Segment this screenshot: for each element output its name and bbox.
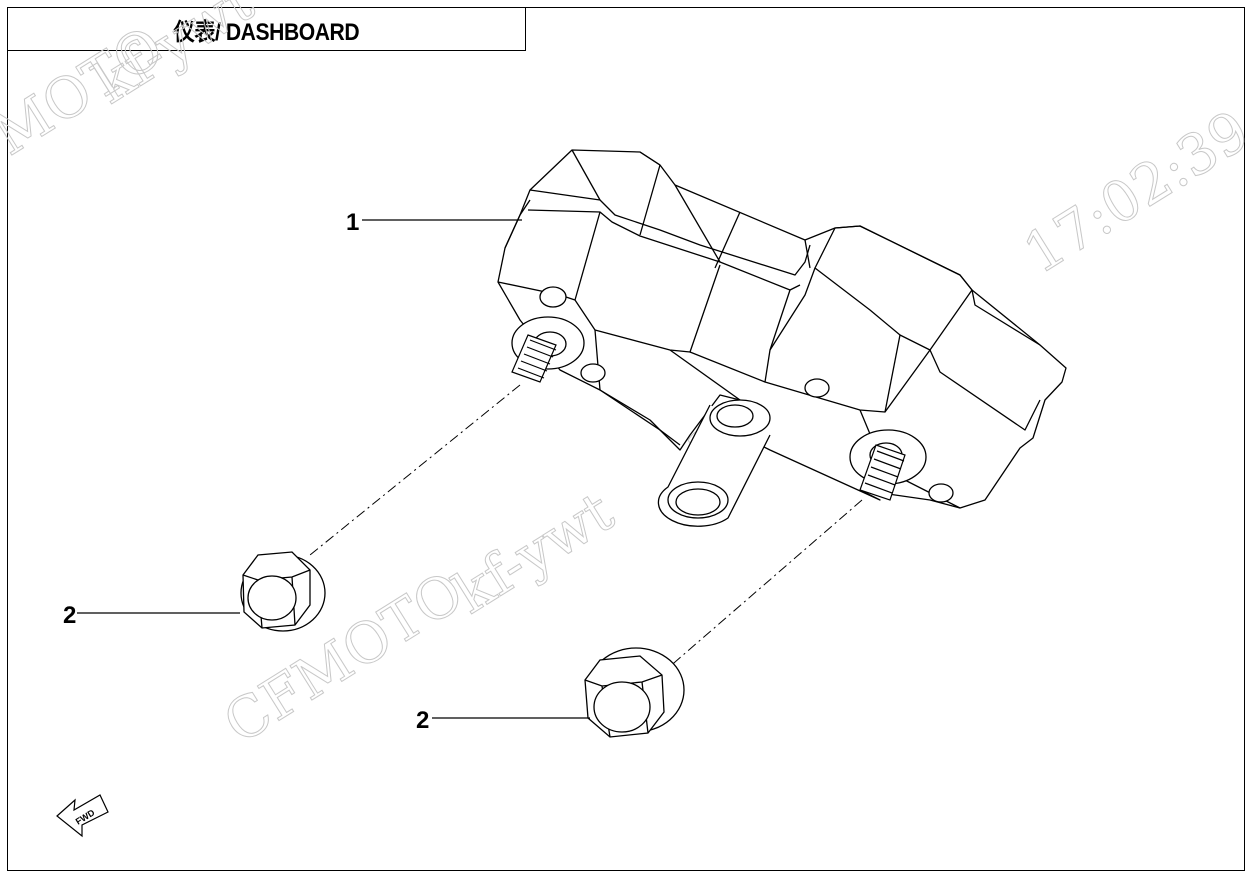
assembly-lines <box>309 384 863 676</box>
watermark-user: kf-ywt <box>443 479 625 626</box>
callout-2-left: 2 <box>63 602 76 629</box>
fwd-arrow-icon: FWD <box>56 794 109 838</box>
right-stud <box>859 444 906 501</box>
dashboard-part <box>497 149 1067 527</box>
left-stud <box>511 334 557 383</box>
title-box: 仪表/ DASHBOARD <box>7 7 526 51</box>
drawing-frame <box>7 7 1245 871</box>
callout-1: 1 <box>346 209 359 236</box>
page-title: 仪表/ DASHBOARD <box>173 18 360 46</box>
leader-lines <box>77 219 590 719</box>
watermark-user-top: kf-ywt <box>83 0 265 117</box>
flange-nut-left <box>240 551 326 632</box>
callout-2-right: 2 <box>416 707 429 734</box>
watermark-time: 17:02:39 <box>1013 98 1251 286</box>
flange-nut-right <box>584 647 685 738</box>
